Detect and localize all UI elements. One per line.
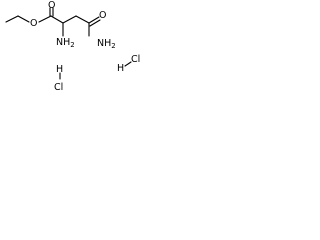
amide-subscript: 2 — [111, 42, 115, 50]
carbonyl-oxygen-label: O — [48, 0, 55, 11]
bond-ethyl-terminal — [5, 15, 19, 23]
bond-carbonyl-alpha — [50, 15, 64, 24]
bond-ester-o-carbon — [38, 15, 52, 23]
amine-nh2-label: NH2 — [56, 37, 75, 49]
hcl-right-h-label: H — [117, 63, 124, 74]
bond-alpha-beta — [62, 15, 77, 24]
hcl-lower-h-label: H — [56, 64, 63, 75]
bond-ethyl-ch2-o — [17, 15, 30, 23]
hcl-right-cl-label: Cl — [131, 54, 140, 65]
bond-beta-amide-c — [75, 15, 90, 24]
ester-oxygen-label: O — [30, 18, 37, 29]
amine-subscript: 2 — [70, 41, 74, 49]
hcl-lower-cl-label: Cl — [54, 82, 63, 92]
amine-nh-text: NH — [56, 37, 70, 48]
bond-hcl-right — [124, 61, 132, 67]
amide-nh2-label: NH2 — [97, 38, 116, 50]
amide-nh-text: NH — [97, 38, 111, 49]
bond-amide-c-double-o — [88, 16, 100, 24]
amide-oxygen-label: O — [99, 10, 106, 21]
structure-diagram: O O O NH2 NH2 H Cl H Cl — [5, 0, 140, 92]
bond-amide-c-double-o-2 — [89, 19, 101, 27]
